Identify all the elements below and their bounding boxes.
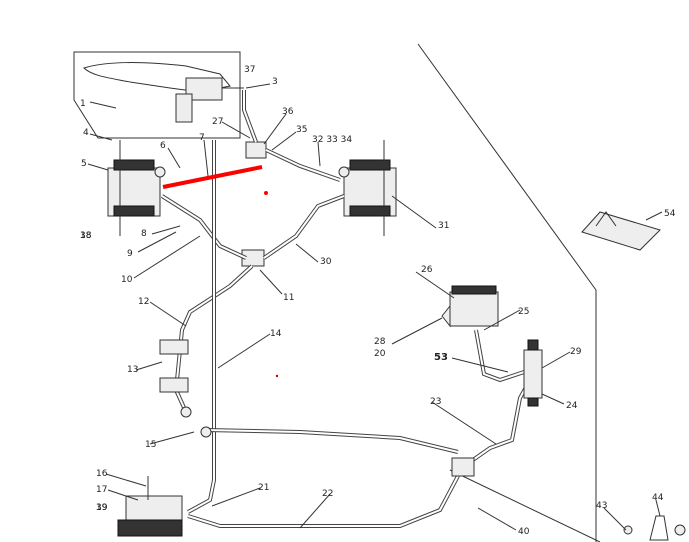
callout-27: 27 (212, 117, 223, 127)
callout-30: 30 (320, 257, 332, 267)
callout-12: 12 (138, 297, 149, 307)
callout-4: 4 (83, 128, 89, 138)
callout-31: 31 (438, 221, 449, 231)
bottom-right-parts (623, 515, 686, 541)
callout-10: 10 (121, 275, 133, 285)
marker-dot-small (275, 374, 279, 378)
callout-13: 13 (127, 365, 138, 375)
callout-32-33-34: 32 33 34 (312, 135, 352, 145)
rear-caliper (117, 476, 183, 537)
callout-3: 3 (272, 77, 278, 87)
brake-lines (160, 90, 532, 528)
callout-36: 36 (282, 107, 294, 117)
callout-38: 38 (80, 231, 92, 241)
brake-pad-part (581, 211, 661, 251)
callout-16: 16 (96, 469, 108, 479)
callout-19: 19 (96, 503, 108, 513)
callout-24: 24 (566, 401, 578, 411)
callout-17: 17 (96, 485, 107, 495)
callout-23: 23 (430, 397, 441, 407)
callout-14: 14 (270, 329, 282, 339)
rear-junction (451, 457, 475, 477)
callout-11: 11 (283, 293, 294, 303)
callout-7: 7 (199, 133, 205, 143)
callout-44: 44 (652, 493, 664, 503)
outline-border (417, 43, 597, 542)
marker-dot (264, 191, 268, 195)
callout-22: 22 (322, 489, 333, 499)
callout-39: 39 (96, 503, 108, 513)
callout-54: 54 (664, 209, 676, 219)
callout-37: 37 (244, 65, 255, 75)
callout-29: 29 (570, 347, 582, 357)
callout-20: 20 (374, 349, 386, 359)
callout-26: 26 (421, 265, 433, 275)
left-caliper (107, 140, 166, 236)
callout-6: 6 (160, 141, 166, 151)
callout-5: 5 (81, 159, 87, 169)
callout-labels: 1 3 4 5 6 7 8 9 10 11 12 13 14 15 16 17 … (80, 65, 676, 537)
right-caliper (338, 140, 397, 236)
line-clamps (159, 339, 212, 438)
valve (523, 339, 543, 407)
callout-40: 40 (518, 527, 530, 537)
callout-35: 35 (296, 125, 307, 135)
outline-border-lower (449, 469, 601, 542)
callout-53: 53 (434, 352, 448, 363)
callout-18: 18 (80, 231, 92, 241)
callout-28: 28 (374, 337, 386, 347)
inset-box (73, 51, 241, 139)
reservoir (441, 285, 499, 328)
callout-8: 8 (141, 229, 147, 239)
callout-15: 15 (145, 440, 156, 450)
brake-lever-drawing (83, 62, 244, 123)
callout-21: 21 (258, 483, 269, 493)
callout-9: 9 (127, 249, 133, 259)
highlighted-segment[interactable] (162, 165, 263, 189)
leader-lines (87, 83, 663, 531)
callout-25: 25 (518, 307, 529, 317)
callout-43: 43 (596, 501, 607, 511)
top-junction (245, 141, 267, 159)
callout-1: 1 (80, 99, 86, 109)
